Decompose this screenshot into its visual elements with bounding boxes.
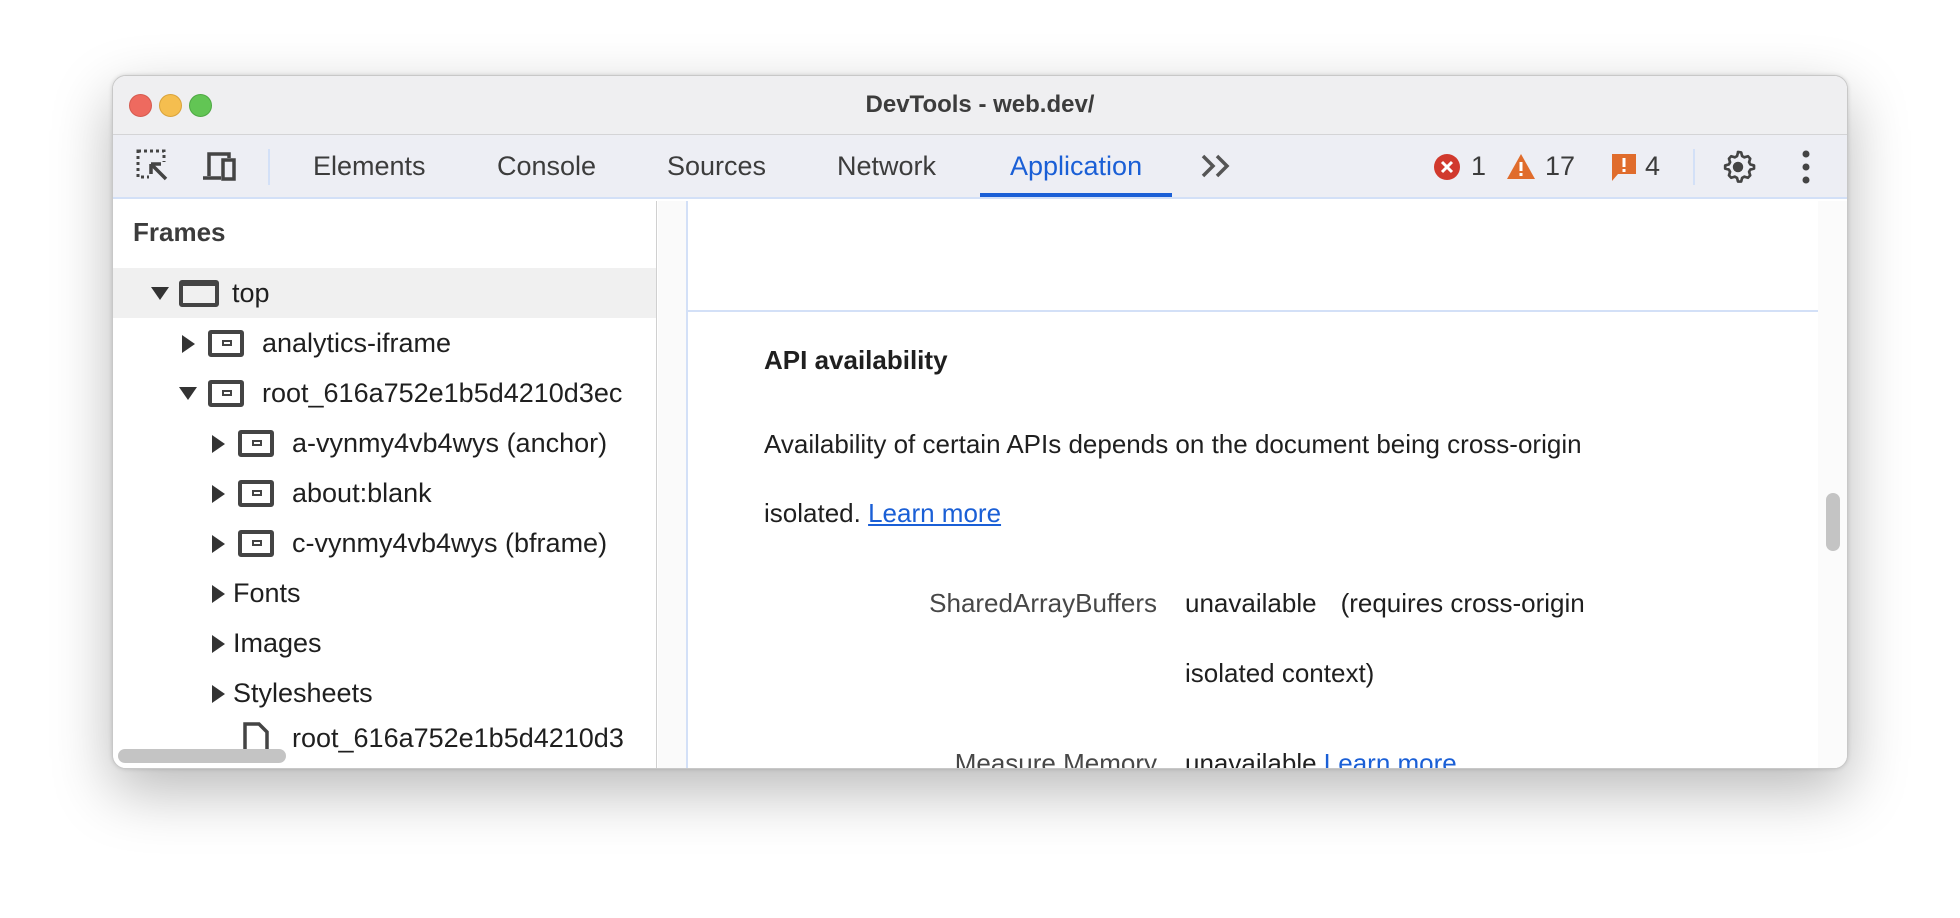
sidebar-horizontal-scrollbar[interactable] (118, 749, 286, 763)
tree-item-bframe[interactable]: c-vynmy4vb4wys (bframe) (113, 518, 656, 568)
expand-arrow-icon[interactable] (182, 335, 195, 353)
status-value: unavailable (1185, 748, 1317, 769)
learn-more-link[interactable]: Learn more (868, 498, 1002, 528)
window-frame-icon (179, 280, 219, 307)
tree-item-label: Fonts (233, 578, 301, 608)
iframe-icon (208, 380, 244, 407)
tree-item-label: Stylesheets (233, 678, 373, 708)
issues-icon[interactable] (1611, 153, 1637, 183)
warning-count[interactable]: 17 (1545, 151, 1576, 181)
status-note: (requires cross-origin (1340, 588, 1585, 618)
status-note-continued: isolated context) (1185, 658, 1375, 688)
devtools-window: DevTools - web.dev/ Elements Console Sou… (112, 75, 1848, 769)
content-scrollbar-track[interactable] (1818, 201, 1847, 768)
tree-item-label: about:blank (292, 478, 432, 508)
toolbar-separator (268, 149, 270, 185)
measure-memory-learn-more-link[interactable]: Learn more (1323, 748, 1457, 769)
close-window-button[interactable] (129, 94, 152, 117)
tree-item-label: root_616a752e1b5d4210d3ec (262, 378, 623, 408)
iframe-icon (238, 530, 274, 557)
measure-memory-value: unavailable Learn more (1185, 748, 1457, 769)
expand-arrow-icon[interactable] (212, 635, 225, 653)
title-bar: DevTools - web.dev/ (113, 76, 1847, 135)
more-tabs-chevron-icon[interactable] (1200, 153, 1234, 179)
iframe-icon (208, 330, 244, 357)
toolbar-separator (1693, 149, 1695, 185)
tree-item-stylesheet-file[interactable]: root_616a752e1b5d4210d3 (113, 718, 656, 758)
file-icon (243, 722, 269, 754)
expand-arrow-icon[interactable] (151, 287, 169, 300)
tab-network[interactable]: Network (837, 151, 937, 181)
frames-header: Frames (133, 217, 226, 247)
window-title: DevTools - web.dev/ (865, 91, 1095, 118)
iframe-icon (238, 480, 274, 507)
expand-arrow-icon[interactable] (212, 485, 225, 503)
device-toolbar-icon[interactable] (203, 148, 239, 184)
expand-arrow-icon[interactable] (212, 685, 225, 703)
inspect-element-icon[interactable] (135, 148, 171, 184)
more-options-kebab-icon[interactable] (1801, 149, 1811, 185)
shared-array-buffers-label: SharedArrayBuffers (929, 588, 1157, 618)
error-icon[interactable] (1433, 153, 1461, 181)
tree-item-top[interactable]: top (113, 268, 656, 318)
expand-arrow-icon[interactable] (212, 435, 225, 453)
tab-application[interactable]: Application (980, 135, 1173, 197)
description-text: isolated. (764, 498, 861, 528)
shared-array-buffers-value: unavailable (requires cross-origin (1185, 588, 1585, 619)
api-availability-heading: API availability (764, 345, 948, 375)
tree-item-stylesheets[interactable]: Stylesheets (113, 668, 656, 718)
content-scrollbar-thumb[interactable] (1826, 493, 1840, 551)
tree-item-root-frame[interactable]: root_616a752e1b5d4210d3ec (113, 368, 656, 418)
tree-item-label: root_616a752e1b5d4210d3 (292, 723, 624, 753)
tree-item-label: top (232, 278, 270, 308)
expand-arrow-icon[interactable] (212, 585, 225, 603)
settings-gear-icon[interactable] (1719, 148, 1757, 186)
iframe-icon (238, 430, 274, 457)
application-content: API availability Availability of certain… (686, 201, 1820, 768)
tab-console[interactable]: Console (497, 151, 597, 181)
tree-item-label: Images (233, 628, 322, 658)
panel-splitter[interactable] (658, 201, 686, 768)
expand-arrow-icon[interactable] (212, 535, 225, 553)
tree-item-anchor[interactable]: a-vynmy4vb4wys (anchor) (113, 418, 656, 468)
tab-sources[interactable]: Sources (667, 151, 767, 181)
measure-memory-label: Measure Memory (954, 748, 1157, 769)
tree-item-analytics-iframe[interactable]: analytics-iframe (113, 318, 656, 368)
section-divider (688, 310, 1818, 312)
zoom-window-button[interactable] (189, 94, 212, 117)
tree-item-label: analytics-iframe (262, 328, 452, 358)
tree-item-about-blank[interactable]: about:blank (113, 468, 656, 518)
error-count[interactable]: 1 (1471, 151, 1487, 181)
warning-icon[interactable] (1506, 153, 1536, 180)
description-line: isolated. Learn more (764, 498, 1001, 529)
tree-item-label: a-vynmy4vb4wys (anchor) (292, 428, 608, 458)
tree-item-label: c-vynmy4vb4wys (bframe) (292, 528, 608, 558)
status-value: unavailable (1185, 588, 1317, 618)
devtools-toolbar: Elements Console Sources Network Applica… (113, 135, 1847, 199)
tab-elements[interactable]: Elements (313, 151, 426, 181)
issues-count[interactable]: 4 (1645, 151, 1661, 181)
minimize-window-button[interactable] (159, 94, 182, 117)
tree-item-images[interactable]: Images (113, 618, 656, 668)
expand-arrow-icon[interactable] (179, 387, 197, 400)
description-line: Availability of certain APIs depends on … (764, 429, 1582, 459)
tree-item-fonts[interactable]: Fonts (113, 568, 656, 618)
frames-sidebar: Frames top analytics-iframe root_616a752… (113, 201, 657, 768)
